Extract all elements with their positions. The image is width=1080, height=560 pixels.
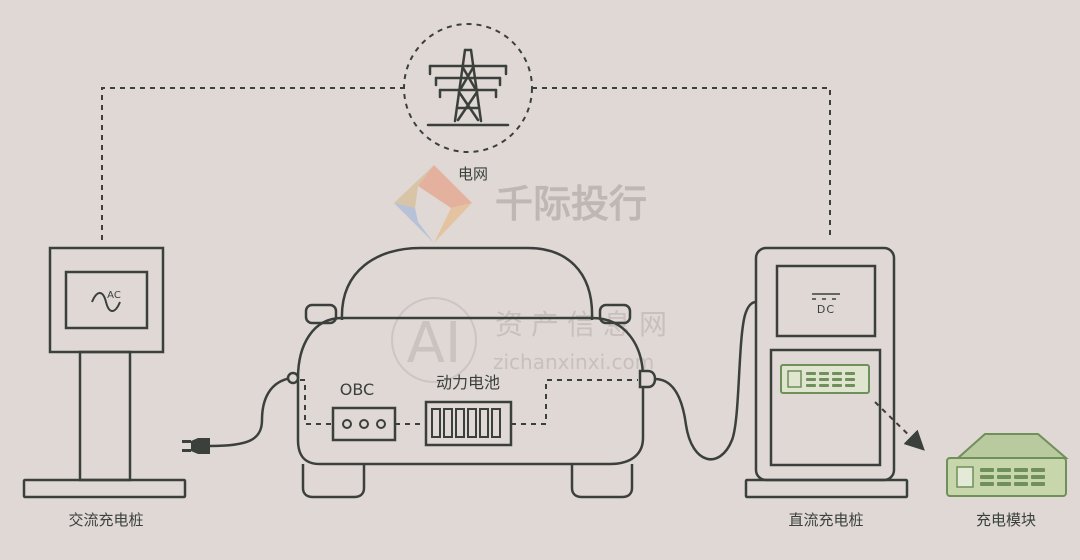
internal-wiring bbox=[300, 379, 638, 425]
obc-label: OBC bbox=[340, 380, 374, 399]
charging-module-label: 充电模块 bbox=[976, 511, 1036, 529]
watermark-ai-circle bbox=[391, 297, 477, 383]
dc-symbol-icon bbox=[812, 293, 840, 300]
grid-label: 电网 bbox=[458, 165, 488, 183]
dc-symbol: DC bbox=[817, 303, 835, 316]
obc-unit bbox=[331, 406, 397, 442]
grid-connection-lines bbox=[101, 23, 831, 240]
ac-charging-pile bbox=[22, 246, 187, 499]
battery-label: 动力电池 bbox=[436, 373, 500, 392]
ac-inlet-port bbox=[286, 371, 300, 385]
ac-charging-cable bbox=[209, 376, 292, 448]
dc-inlet-port bbox=[638, 369, 657, 389]
watermark-ai: AI bbox=[407, 311, 462, 376]
plug-icon bbox=[182, 438, 210, 454]
battery-cells bbox=[431, 408, 501, 438]
module-arrow bbox=[874, 401, 925, 451]
dc-charging-pile bbox=[744, 246, 909, 499]
watermark-url: zichanxinxi.com bbox=[493, 350, 654, 374]
electric-car bbox=[296, 246, 645, 499]
watermark-cn-site: 资产信息网 bbox=[495, 308, 675, 341]
dc-charging-cable bbox=[654, 300, 757, 461]
watermark-brand: 千际投行 bbox=[495, 182, 647, 226]
obc-indicator-lights bbox=[342, 419, 386, 429]
internal-charging-module bbox=[780, 364, 870, 394]
power-tower-icon bbox=[426, 48, 510, 127]
ac-symbol: AC bbox=[107, 290, 121, 301]
brand-logo-icon bbox=[394, 165, 472, 243]
ac-pile-label: 交流充电桩 bbox=[68, 511, 143, 529]
dc-pile-label: 直流充电桩 bbox=[788, 511, 863, 529]
charging-module-icon bbox=[946, 433, 1069, 497]
ac-wave-icon bbox=[91, 292, 121, 312]
power-battery bbox=[424, 400, 513, 447]
